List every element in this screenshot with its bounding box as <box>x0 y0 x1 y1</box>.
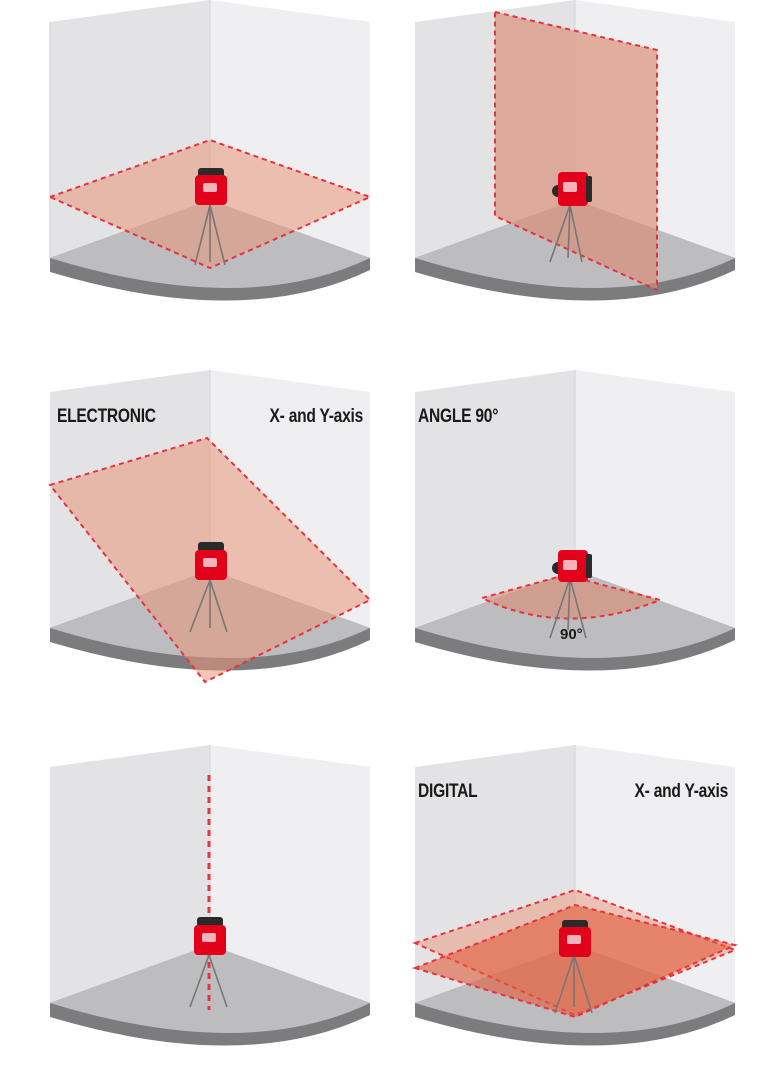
room-angle-illustration <box>415 370 735 671</box>
room-digital-illustration <box>411 745 739 1046</box>
laser-device-icon <box>195 168 227 205</box>
room-horizontal-illustration <box>47 0 373 301</box>
panel-digital: DIGITAL X- and Y-axis <box>410 745 750 1075</box>
laser-device-icon <box>552 172 592 206</box>
mode-label-digital: DIGITAL <box>418 781 478 802</box>
panel-electronic: ELECTRONIC X- and Y-axis <box>45 370 385 700</box>
laser-plane <box>494 10 658 292</box>
axis-label-electronic: X- and Y-axis <box>269 406 363 427</box>
mode-label-angle: ANGLE 90° <box>418 406 499 427</box>
axis-label-digital: X- and Y-axis <box>634 781 728 802</box>
panel-vertical <box>410 0 750 330</box>
room-electronic-illustration <box>48 370 372 684</box>
room-vertical-illustration <box>415 0 735 301</box>
room-plumb-illustration <box>50 745 370 1046</box>
angle-value-label: 90° <box>560 626 583 643</box>
panel-plumb <box>45 745 385 1075</box>
mode-label-electronic: ELECTRONIC <box>57 406 156 427</box>
laser-device-icon <box>194 917 226 955</box>
panel-angle: ANGLE 90° 90° <box>410 370 750 700</box>
laser-device-icon <box>552 550 592 582</box>
laser-device-icon <box>559 920 591 957</box>
laser-plane-level <box>411 903 739 1019</box>
tripod <box>194 204 226 266</box>
laser-device-icon <box>195 542 227 580</box>
panel-horizontal <box>45 0 385 330</box>
